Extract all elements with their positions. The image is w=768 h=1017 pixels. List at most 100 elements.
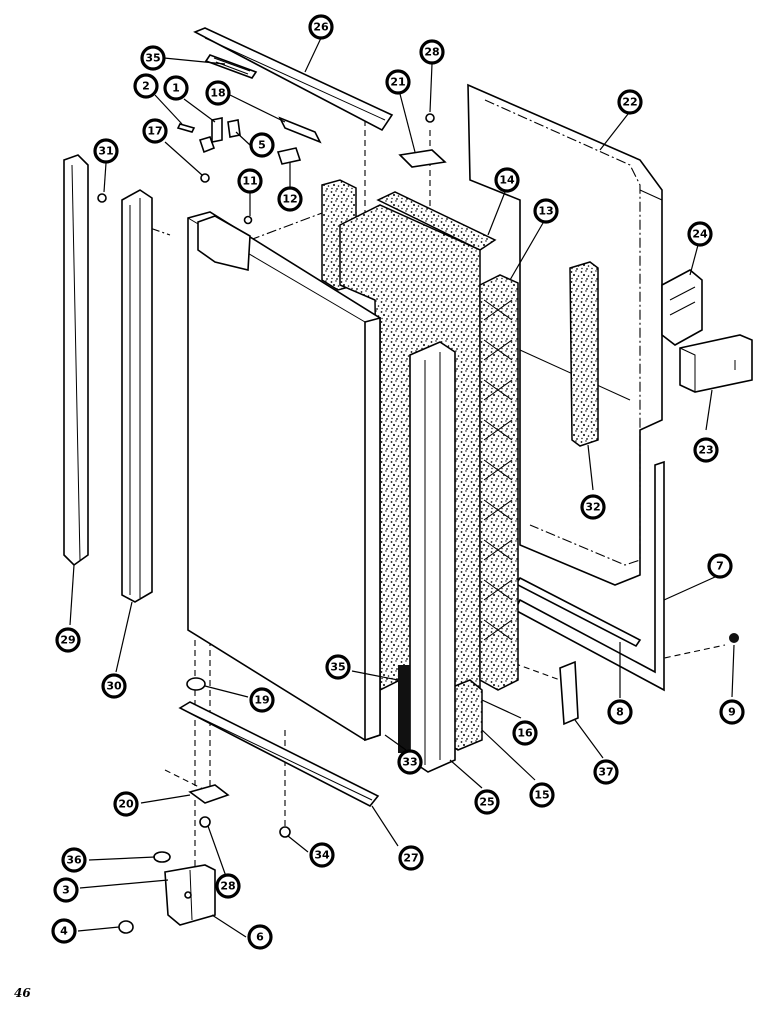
callout: 36	[61, 847, 87, 873]
callout: 34	[309, 842, 335, 868]
svg-text:33: 33	[402, 756, 417, 769]
svg-text:5: 5	[258, 139, 266, 152]
callout: 20	[113, 791, 139, 817]
svg-text:31: 31	[98, 145, 113, 158]
callout: 14	[494, 167, 520, 193]
plate	[398, 149, 447, 168]
shelf-rail	[661, 269, 703, 346]
bottom-hardware	[153, 816, 291, 863]
callout: 18	[205, 80, 231, 106]
svg-text:28: 28	[220, 880, 235, 893]
callout: 35	[140, 45, 166, 71]
callout: 3	[53, 877, 79, 903]
svg-text:4: 4	[60, 925, 68, 938]
callout: 19	[249, 687, 275, 713]
dairy-door	[679, 334, 753, 393]
bottom-hinge-plate	[188, 784, 230, 804]
callout: 35	[325, 654, 351, 680]
svg-text:9: 9	[728, 706, 736, 719]
callout: 15	[529, 782, 555, 808]
svg-text:2: 2	[142, 80, 150, 93]
callout: 8	[607, 699, 633, 725]
svg-text:26: 26	[313, 21, 329, 34]
svg-text:12: 12	[282, 193, 297, 206]
svg-text:3: 3	[62, 884, 70, 897]
svg-text:19: 19	[254, 694, 269, 707]
svg-text:22: 22	[622, 96, 637, 109]
liner-rail	[569, 261, 599, 447]
svg-text:28: 28	[424, 46, 439, 59]
bottom-hinge	[164, 864, 216, 926]
svg-text:29: 29	[60, 634, 75, 647]
top-trim	[193, 27, 394, 132]
callout: 37	[593, 759, 619, 785]
callout: 5	[249, 132, 275, 158]
svg-text:7: 7	[716, 560, 724, 573]
callouts: 26 35 2 1 18 5 12 17 11 31 28 21 22 14 1…	[51, 14, 745, 950]
left-trim	[63, 154, 89, 567]
page-number: 46	[14, 986, 31, 1000]
callout: 9	[719, 699, 745, 725]
side-trim	[121, 189, 153, 603]
callout: 21	[385, 69, 411, 95]
filler	[559, 660, 579, 726]
svg-text:15: 15	[534, 789, 549, 802]
svg-text:23: 23	[698, 444, 713, 457]
callout: 28	[215, 873, 241, 899]
callout: 11	[237, 168, 263, 194]
callout: 7	[707, 553, 733, 579]
callout: 31	[93, 138, 119, 164]
svg-text:27: 27	[403, 852, 418, 865]
svg-text:30: 30	[106, 680, 122, 693]
callout: 32	[580, 494, 606, 520]
callout: 24	[687, 221, 713, 247]
svg-text:13: 13	[538, 205, 553, 218]
callout: 33	[397, 749, 423, 775]
top-foam-strip	[204, 54, 258, 79]
svg-text:1: 1	[172, 82, 180, 95]
callout: 28	[419, 39, 445, 65]
callout: 27	[398, 845, 424, 871]
svg-text:18: 18	[210, 87, 225, 100]
callout: 6	[247, 924, 273, 950]
bottom-trim	[178, 701, 380, 808]
svg-text:6: 6	[256, 931, 264, 944]
small-hardware	[97, 113, 435, 225]
callout: 1	[163, 75, 189, 101]
callout: 23	[693, 437, 719, 463]
svg-text:36: 36	[66, 854, 82, 867]
callout: 29	[55, 627, 81, 653]
svg-text:35: 35	[145, 52, 160, 65]
callout: 25	[474, 789, 500, 815]
svg-text:20: 20	[118, 798, 134, 811]
callout: 30	[101, 673, 127, 699]
callout: 16	[512, 720, 538, 746]
callout: 26	[308, 14, 334, 40]
bottom-bushing	[186, 677, 206, 691]
svg-text:35: 35	[330, 661, 345, 674]
svg-text:16: 16	[517, 727, 533, 740]
screw	[729, 633, 739, 643]
outer-door-panel	[187, 211, 381, 742]
side-breaker	[479, 274, 519, 691]
svg-text:32: 32	[585, 501, 600, 514]
top-breaker	[376, 191, 497, 251]
svg-text:8: 8	[616, 706, 624, 719]
svg-text:34: 34	[314, 849, 330, 862]
callout: 4	[51, 918, 77, 944]
svg-text:17: 17	[147, 125, 162, 138]
hinge-screw	[118, 920, 134, 934]
callout: 17	[142, 118, 168, 144]
bottom-foam-strip	[398, 665, 410, 753]
svg-text:37: 37	[598, 766, 613, 779]
callout: 22	[617, 89, 643, 115]
svg-text:24: 24	[692, 228, 708, 241]
callout: 12	[277, 186, 303, 212]
leader-lines	[69, 37, 735, 938]
svg-text:21: 21	[390, 76, 405, 89]
svg-text:11: 11	[242, 175, 257, 188]
callout: 13	[533, 198, 559, 224]
svg-text:25: 25	[479, 796, 494, 809]
callout: 2	[133, 73, 159, 99]
